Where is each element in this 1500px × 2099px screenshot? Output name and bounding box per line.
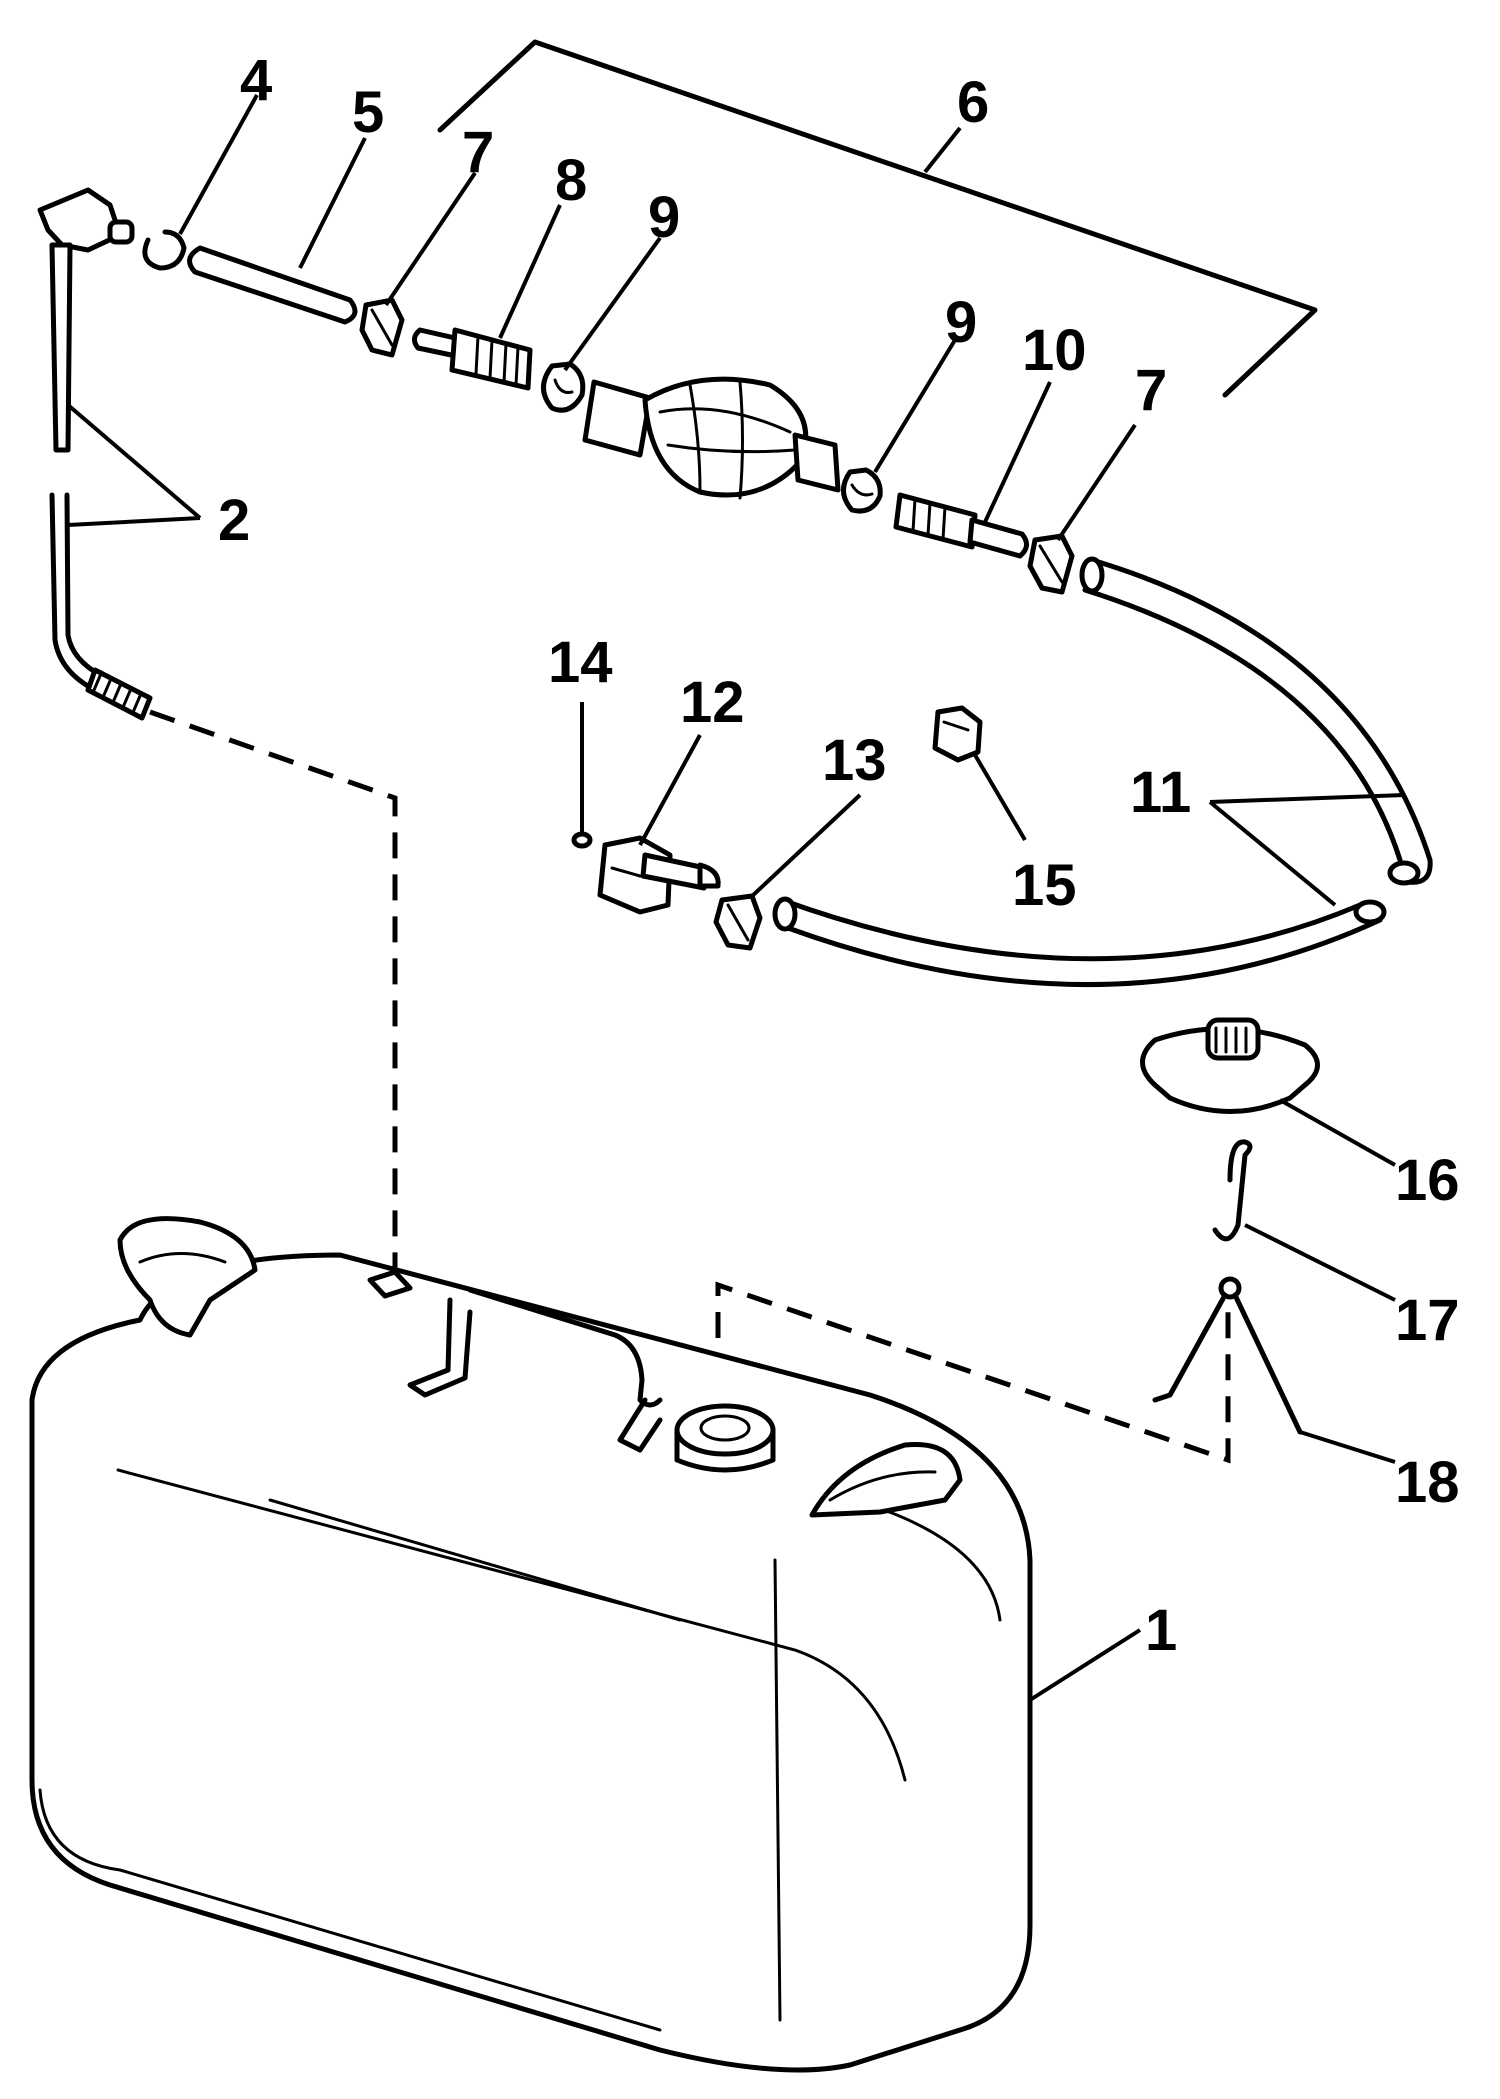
callout-6: 6 [957, 70, 989, 135]
callout-numbers: 4 5 6 7 8 9 9 10 7 2 14 12 13 11 15 16 1… [218, 48, 1460, 1663]
part-2-pickup-tube [37, 187, 153, 721]
callout-10: 10 [1022, 318, 1087, 383]
callout-9b: 9 [945, 290, 977, 355]
leader-1 [1028, 1628, 1142, 1702]
callout-7a: 7 [462, 120, 494, 185]
leader-11b [1208, 800, 1337, 907]
part-17-hook [1212, 1139, 1253, 1242]
callout-18: 18 [1395, 1450, 1460, 1515]
callout-16: 16 [1395, 1148, 1460, 1213]
leader-2a [66, 403, 202, 520]
callout-15: 15 [1012, 853, 1077, 918]
callout-4: 4 [240, 48, 272, 113]
part-10-connector [893, 492, 1029, 559]
leader-4 [178, 94, 259, 235]
leader-17 [1244, 1223, 1396, 1302]
assembly-dashed-lines [149, 709, 1231, 1464]
callout-9a: 9 [648, 185, 680, 250]
part-14-o-ring [571, 831, 593, 849]
part-11-fuel-hose [772, 556, 1433, 988]
part-16-filler-cap [1140, 1017, 1320, 1114]
part-1-fuel-tank [29, 1216, 1033, 2073]
callout-2: 2 [218, 488, 250, 553]
part-12-fuel-connector [597, 835, 721, 915]
leader-8 [498, 204, 562, 339]
leader-7b [1056, 423, 1137, 542]
assembly-bracket-6 [437, 39, 1318, 398]
part-8-connector [412, 327, 533, 391]
leader-15 [973, 753, 1027, 842]
leader-13 [748, 793, 862, 900]
callout-13: 13 [822, 728, 887, 793]
leader-5 [298, 137, 367, 269]
leader-lines [66, 94, 1406, 1702]
leader-6 [923, 126, 962, 174]
part-7-clamp-left [359, 297, 405, 358]
part-15-clamp [932, 705, 983, 763]
part-7-clamp-right [1027, 533, 1075, 595]
callout-1: 1 [1145, 1598, 1177, 1663]
part-13-clamp [713, 893, 763, 951]
callout-12: 12 [680, 670, 745, 735]
callout-8: 8 [555, 148, 587, 213]
part-18-retainer [1152, 1276, 1303, 1435]
callout-17: 17 [1395, 1288, 1460, 1353]
part-9-clip-right [841, 467, 883, 514]
leader-9a [563, 236, 662, 372]
callout-5: 5 [352, 80, 384, 145]
callout-11: 11 [1130, 760, 1191, 825]
leader-2b [67, 516, 201, 527]
part-9-clip-left [541, 361, 586, 413]
leader-10 [983, 381, 1052, 523]
callout-14: 14 [548, 630, 613, 695]
leader-18 [1299, 1430, 1396, 1464]
callout-7b: 7 [1135, 358, 1167, 423]
leader-9b [873, 338, 957, 474]
primer-bulb [582, 376, 841, 500]
part-4-clip [142, 229, 187, 271]
leader-12 [638, 734, 702, 846]
leader-16 [1279, 1098, 1396, 1167]
leader-7a [384, 171, 477, 307]
part-5-hose [187, 245, 358, 325]
leader-11a [1209, 793, 1406, 804]
